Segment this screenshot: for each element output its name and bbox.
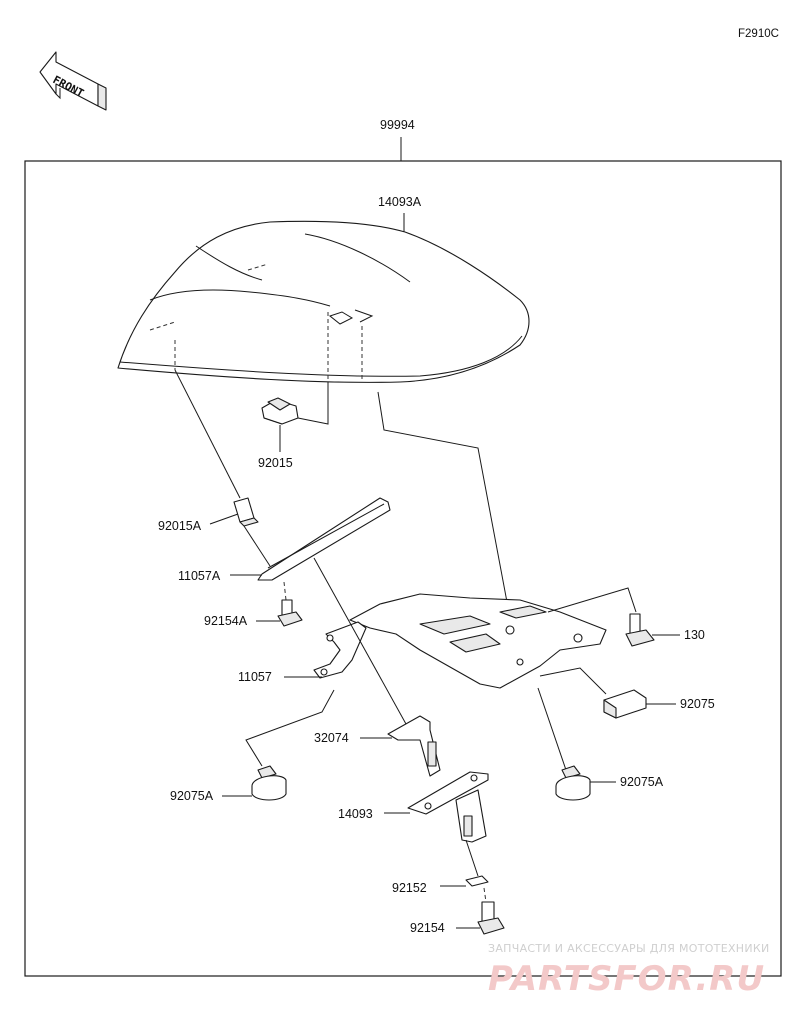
- damper-92075[interactable]: [603, 689, 647, 719]
- bracket-14093[interactable]: [407, 771, 489, 843]
- bolt-92154A[interactable]: [277, 599, 303, 627]
- spacer-92015A[interactable]: [233, 497, 259, 527]
- bolt-130[interactable]: [625, 613, 655, 647]
- diagram-code: F2910C: [738, 28, 779, 40]
- label-92075[interactable]: 92075: [680, 697, 715, 711]
- seat-cowl[interactable]: [117, 220, 530, 383]
- assembly-number[interactable]: 99994: [380, 118, 415, 132]
- label-130[interactable]: 130: [684, 628, 705, 642]
- label-92015[interactable]: 92015: [258, 456, 293, 470]
- label-11057A[interactable]: 11057A: [178, 569, 221, 583]
- watermark-tagline: ЗАПЧАСТИ И АКСЕССУАРЫ ДЛЯ МОТОТЕХНИКИ: [488, 942, 770, 955]
- label-11057[interactable]: 11057: [238, 670, 272, 684]
- label-92075A-left[interactable]: 92075A: [170, 789, 214, 803]
- watermark-brand: PARTSFOR.RU: [488, 959, 765, 999]
- bolt-92154[interactable]: [477, 901, 505, 935]
- washer-92152[interactable]: [465, 875, 489, 887]
- label-92152[interactable]: 92152: [392, 881, 427, 895]
- label-92015A[interactable]: 92015A: [158, 519, 202, 533]
- label-14093[interactable]: 14093: [338, 807, 373, 821]
- bracket-11057A[interactable]: [243, 497, 391, 581]
- clip-nut-92015[interactable]: [261, 397, 299, 425]
- rubber-92075A-right[interactable]: [555, 765, 591, 801]
- main-bracket[interactable]: [349, 593, 607, 689]
- label-14093A[interactable]: 14093A: [378, 195, 422, 209]
- front-arrow-icon: FRONT: [39, 51, 107, 111]
- bracket-32074[interactable]: [387, 715, 441, 777]
- assembly-frame: [24, 160, 782, 977]
- label-32074[interactable]: 32074: [314, 731, 349, 745]
- label-92154A[interactable]: 92154A: [204, 614, 248, 628]
- label-92154[interactable]: 92154: [410, 921, 445, 935]
- label-92075A-right[interactable]: 92075A: [620, 775, 664, 789]
- rubber-92075A-left[interactable]: [251, 765, 287, 801]
- bracket-11057[interactable]: [313, 621, 367, 679]
